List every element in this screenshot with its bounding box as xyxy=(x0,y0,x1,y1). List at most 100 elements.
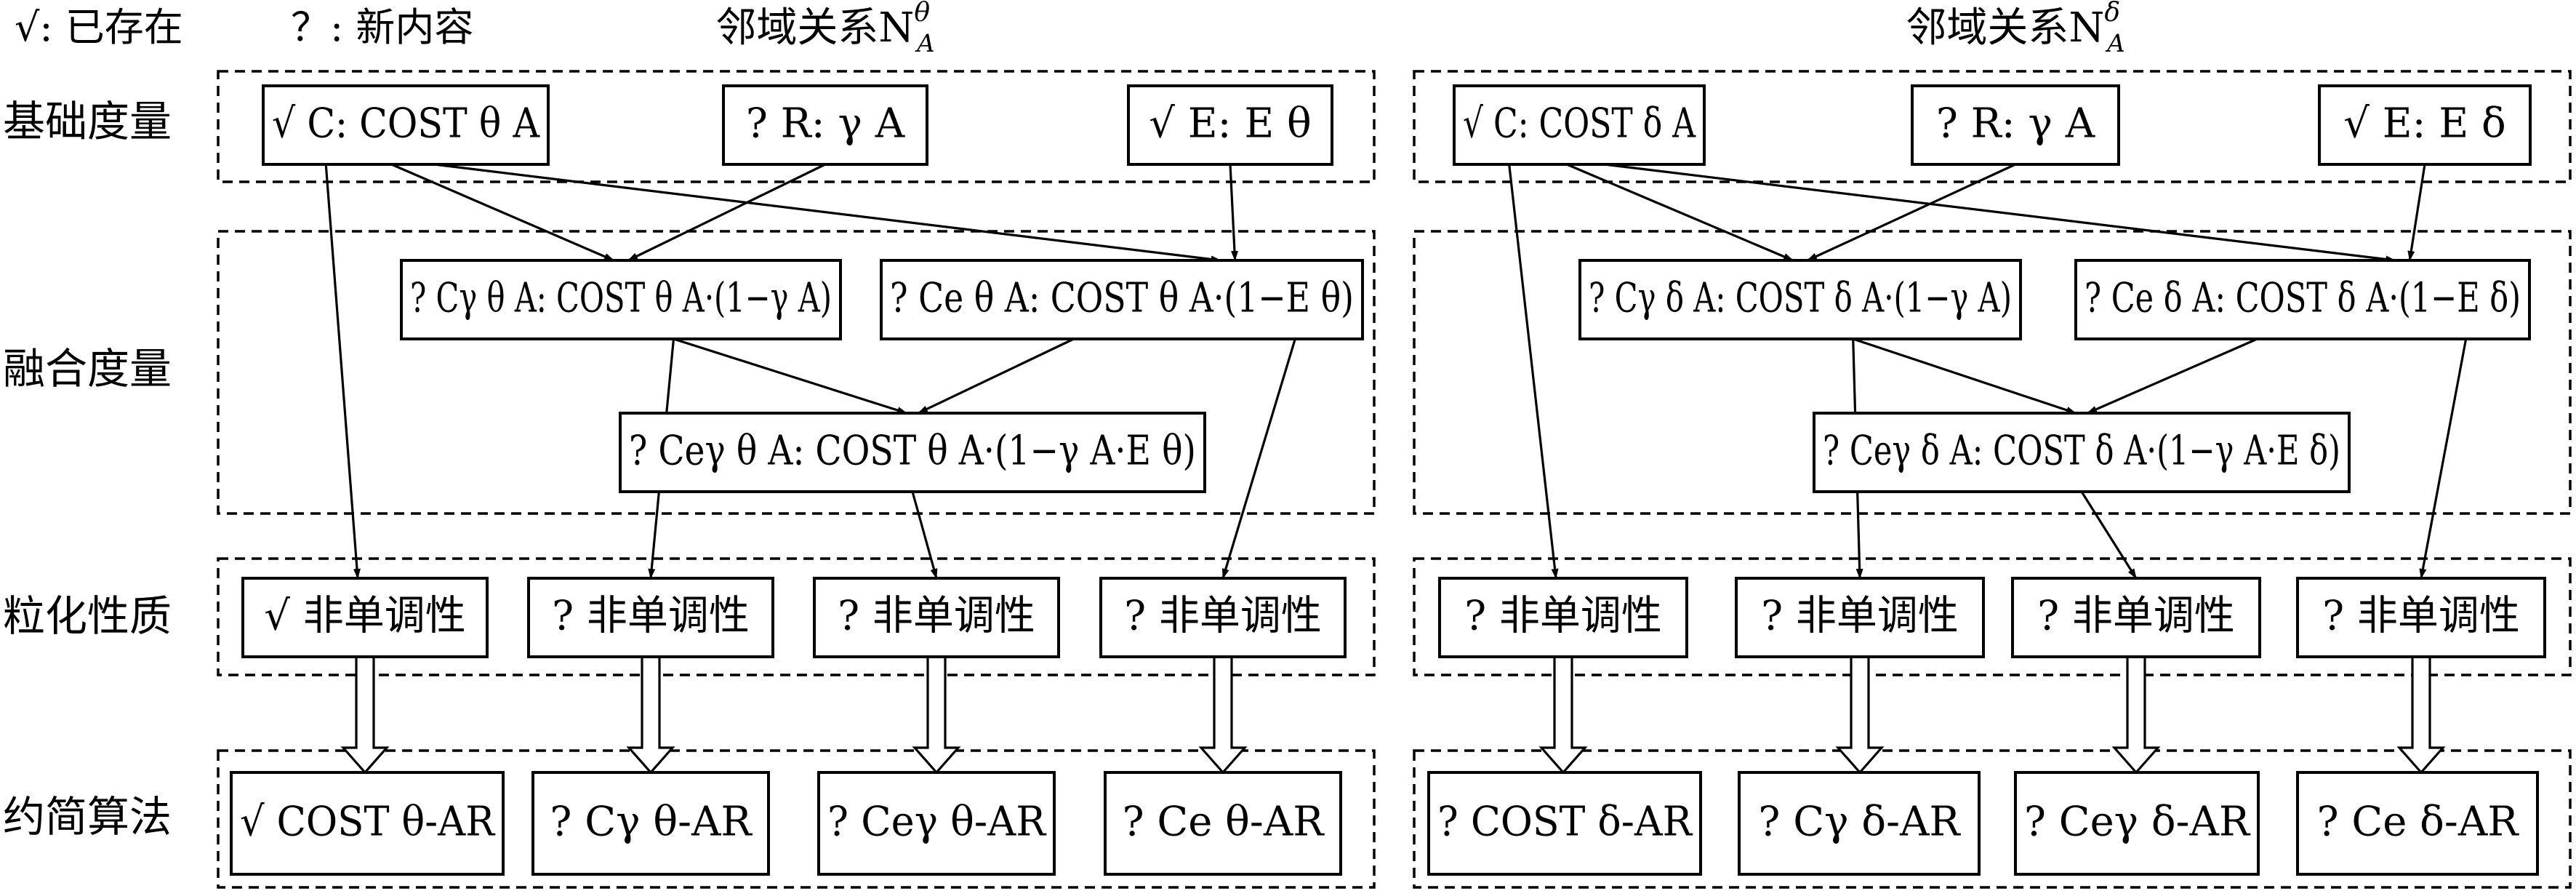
edge-theta-Ce-to-P4 xyxy=(1221,338,1296,579)
node-delta-C-label: √ C: COST δ A xyxy=(1463,100,1696,148)
implication-arrow-theta-2 xyxy=(626,655,675,775)
edge-theta-C-to-Ce xyxy=(434,163,1221,263)
node-delta-Cegamma: ? Ceγ δ A: COST δ A·(1−γ A·E δ) xyxy=(1813,412,2351,493)
edge-delta-Cegamma-to-P3 xyxy=(2080,491,2138,579)
node-theta-A4-label: ? Ce θ-AR xyxy=(1123,799,1325,846)
node-theta-P2: ? 非单调性 xyxy=(527,577,774,658)
node-delta-A2: ? Cγ δ-AR xyxy=(1738,771,1981,876)
node-theta-C-label: √ C: COST θ A xyxy=(272,100,540,148)
node-delta-A2-frame xyxy=(1738,771,1981,876)
node-delta-C-frame xyxy=(1453,84,1706,166)
node-delta-A3-label: ? Ceγ δ-AR xyxy=(2024,799,2251,846)
node-delta-R: ? R: γ A xyxy=(1911,84,2120,166)
panel-delta-basic xyxy=(1413,70,2572,183)
panel-theta-basic xyxy=(217,70,1376,183)
node-delta-Cegamma-frame xyxy=(1813,412,2351,493)
implication-arrow-theta-1 xyxy=(340,655,390,775)
node-theta-A3-frame xyxy=(817,771,1056,876)
node-theta-R-label: ? R: γ A xyxy=(746,100,905,148)
edge-theta-R-to-Cgamma xyxy=(627,163,826,262)
node-delta-P4: ? 非单调性 xyxy=(2296,577,2546,658)
edge-delta-E-to-Ce xyxy=(2407,164,2426,261)
node-delta-P2-frame xyxy=(1735,577,1985,658)
node-delta-A3: ? Ceγ δ-AR xyxy=(2014,771,2260,876)
node-theta-C-frame xyxy=(262,84,550,166)
node-theta-E-frame xyxy=(1127,84,1333,166)
node-theta-C: √ C: COST θ A xyxy=(262,84,550,166)
node-theta-Cgamma: ? Cγ θ A: COST θ A·(1−γ A) xyxy=(400,259,842,340)
panel-delta-fused xyxy=(1413,230,2572,515)
node-theta-A2: ? Cγ θ-AR xyxy=(531,771,770,876)
row-label-basic-measures: 基础度量 xyxy=(3,97,172,146)
node-delta-A1-label: ? COST δ-AR xyxy=(1437,799,1693,846)
node-theta-E: √ E: E θ xyxy=(1127,84,1333,166)
node-delta-Ce-label: ? Ce δ A: COST δ A·(1−E δ) xyxy=(2085,275,2521,322)
node-delta-A4-frame xyxy=(2296,771,2539,876)
node-theta-P4-frame xyxy=(1099,577,1347,658)
panel-theta-fused xyxy=(217,230,1376,515)
node-theta-P4-label: ? 非单调性 xyxy=(1124,593,1322,640)
node-delta-P3: ? 非单调性 xyxy=(2011,577,2261,658)
node-theta-P2-label: ? 非单调性 xyxy=(552,593,750,640)
node-theta-P1-label: √ 非单调性 xyxy=(264,593,465,640)
node-delta-C: √ C: COST δ A xyxy=(1453,84,1706,166)
node-theta-A3: ? Ceγ θ-AR xyxy=(817,771,1056,876)
node-theta-R: ? R: γ A xyxy=(722,84,928,166)
node-delta-E: √ E: E δ xyxy=(2318,84,2532,166)
edge-delta-R-to-Cgamma xyxy=(1807,163,2016,262)
node-delta-Cgamma: ? Cγ δ A: COST δ A·(1−γ A) xyxy=(1578,259,2022,340)
node-theta-A1: √ COST θ-AR xyxy=(230,771,505,876)
implication-arrow-delta-4 xyxy=(2396,655,2446,775)
implication-arrow-theta-4 xyxy=(1198,655,1248,775)
node-theta-A3-label: ? Ceγ θ-AR xyxy=(827,799,1047,846)
node-theta-A2-label: ? Cγ θ-AR xyxy=(550,799,753,846)
node-delta-P3-frame xyxy=(2011,577,2261,658)
node-theta-P4: ? 非单调性 xyxy=(1099,577,1347,658)
node-theta-A1-label: √ COST θ-AR xyxy=(240,799,496,846)
node-theta-R-frame xyxy=(722,84,928,166)
node-theta-A4: ? Ce θ-AR xyxy=(1104,771,1342,876)
panel-delta-algorithms xyxy=(1413,749,2572,889)
node-delta-Ce: ? Ce δ A: COST δ A·(1−E δ) xyxy=(2074,259,2531,340)
implication-arrow-delta-3 xyxy=(2111,655,2161,775)
node-delta-E-frame xyxy=(2318,84,2532,166)
node-theta-Cgamma-label: ? Cγ θ A: COST θ A·(1−γ A) xyxy=(410,275,832,322)
node-delta-Cgamma-label: ? Cγ δ A: COST δ A·(1−γ A) xyxy=(1589,275,2012,322)
node-theta-Cgamma-frame xyxy=(400,259,842,340)
implication-arrow-theta-3 xyxy=(912,655,961,775)
row-label-fused-measures: 融合度量 xyxy=(3,344,172,393)
legend-existing: √: 已存在 xyxy=(15,4,183,50)
edge-delta-C-to-Cgamma xyxy=(1566,163,1794,262)
row-label-reduction-algorithms: 约简算法 xyxy=(3,792,172,842)
node-delta-R-frame xyxy=(1911,84,2120,166)
edge-theta-Ce-to-Cegamma xyxy=(918,337,1075,415)
node-theta-Ce-label: ? Ce θ A: COST θ A·(1−E θ) xyxy=(890,275,1354,322)
legend-new: ？: 新内容 xyxy=(291,4,473,50)
edge-theta-Cgamma-to-Cegamma xyxy=(673,337,907,415)
edge-delta-Ce-to-Cegamma xyxy=(2087,337,2258,415)
node-delta-A4-label: ? Ce δ-AR xyxy=(2317,799,2520,846)
node-theta-A1-frame xyxy=(230,771,505,876)
node-theta-A4-frame xyxy=(1104,771,1342,876)
node-delta-P4-frame xyxy=(2296,577,2546,658)
edge-theta-C-to-P1 xyxy=(324,164,361,579)
node-theta-P3-frame xyxy=(813,577,1060,658)
implication-arrow-delta-1 xyxy=(1538,655,1588,775)
edge-delta-C-to-P1 xyxy=(1508,164,1559,579)
node-delta-A4: ? Ce δ-AR xyxy=(2296,771,2539,876)
node-delta-A2-label: ? Cγ δ-AR xyxy=(1758,799,1961,846)
panel-theta-properties xyxy=(217,557,1376,676)
node-delta-P4-label: ? 非单调性 xyxy=(2322,593,2520,640)
node-delta-P1-frame xyxy=(1438,577,1688,658)
panel-theta-algorithms xyxy=(217,749,1376,889)
node-theta-Cegamma-label: ? Ceγ θ A: COST θ A·(1−γ A·E θ) xyxy=(629,428,1196,475)
node-theta-A2-frame xyxy=(531,771,770,876)
edge-theta-Cegamma-to-P3 xyxy=(911,491,938,579)
node-theta-Cegamma: ? Ceγ θ A: COST θ A·(1−γ A·E θ) xyxy=(619,412,1206,493)
node-delta-Ce-frame xyxy=(2074,259,2531,340)
node-delta-A1-frame xyxy=(1427,771,1702,876)
node-theta-P1: √ 非单调性 xyxy=(241,577,489,658)
node-theta-P3: ? 非单调性 xyxy=(813,577,1060,658)
